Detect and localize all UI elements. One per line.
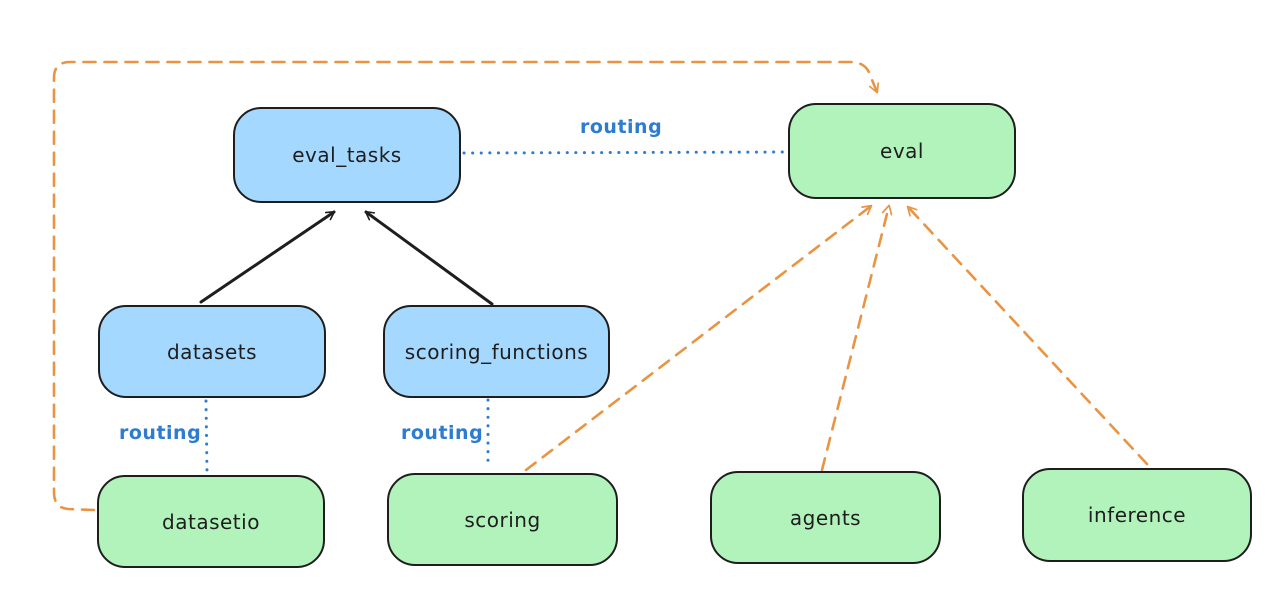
- edge-datasets-to-eval-tasks: [199, 210, 336, 304]
- edge-datasets-to-datasetio: [204, 399, 209, 473]
- node-datasetio-label: datasetio: [162, 509, 260, 534]
- node-inference: inference: [1022, 468, 1252, 562]
- edge-label-routing-datasets-datasetio: routing: [119, 422, 202, 444]
- node-eval-label: eval: [880, 139, 924, 163]
- edge-scoring-functions-to-eval-tasks: [364, 210, 494, 306]
- node-scoring-functions: scoring_functions: [383, 305, 610, 398]
- edge-eval-tasks-to-eval: [462, 150, 788, 155]
- node-datasetio: datasetio: [97, 475, 325, 568]
- node-eval: eval: [788, 103, 1016, 199]
- edge-datasetio-to-eval: [52, 60, 880, 512]
- node-scoring-functions-label: scoring_functions: [404, 339, 589, 364]
- edge-scoring-to-eval: [524, 204, 873, 472]
- node-datasets: datasets: [98, 305, 326, 398]
- node-eval-tasks-label: eval_tasks: [292, 143, 402, 167]
- node-agents-label: agents: [789, 505, 862, 530]
- node-inference-label: inference: [1087, 503, 1187, 527]
- edge-inference-to-eval: [906, 205, 1149, 466]
- node-agents: agents: [710, 471, 941, 564]
- node-datasets-label: datasets: [166, 339, 258, 364]
- edge-label-routing-eval-tasks-eval: routing: [580, 116, 663, 138]
- node-eval-tasks: eval_tasks: [233, 107, 461, 203]
- node-scoring: scoring: [387, 473, 618, 566]
- edge-label-routing-scoring-functions-scoring: routing: [401, 422, 484, 444]
- node-scoring-label: scoring: [464, 507, 541, 532]
- edge-agents-to-eval: [820, 204, 893, 472]
